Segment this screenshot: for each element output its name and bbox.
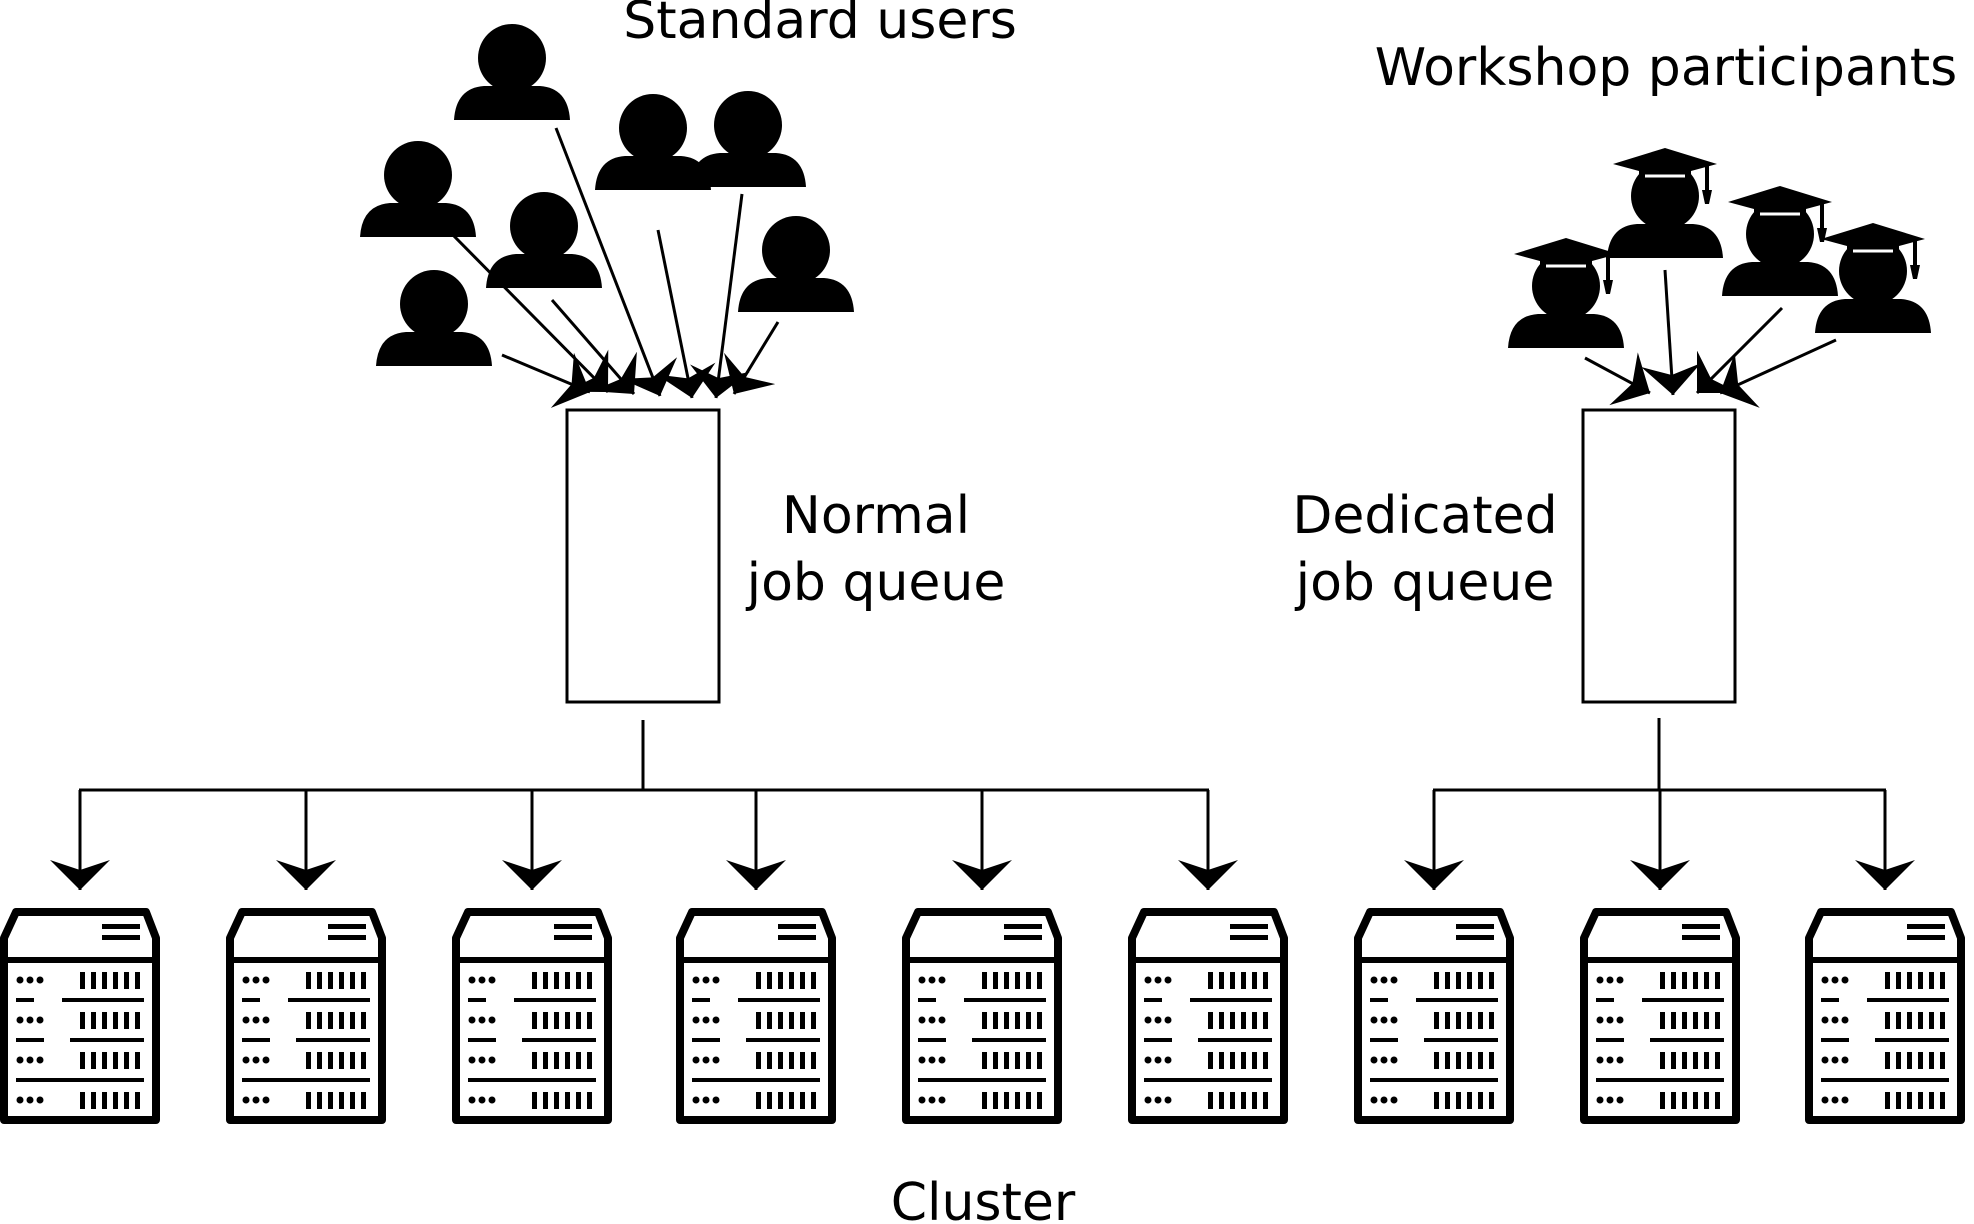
cluster	[4, 912, 1961, 1120]
user-icon	[376, 270, 492, 366]
server-icon	[4, 912, 156, 1120]
normal-queue-distribution	[50, 720, 1238, 890]
user-icon	[486, 192, 602, 288]
server-icon	[906, 912, 1058, 1120]
user-icon	[738, 216, 854, 312]
server-icon	[230, 912, 382, 1120]
workshop-participants-label: Workshop participants	[1375, 38, 1958, 98]
workshop-arrows	[1584, 269, 1837, 408]
dedicated-job-queue	[1581, 408, 1737, 704]
dedicated-queue-label-line2: job queue	[1295, 553, 1555, 613]
server-icon	[1132, 912, 1284, 1120]
user-icon	[360, 141, 476, 237]
normal-queue-label-line2: job queue	[746, 553, 1006, 613]
cluster-label: Cluster	[891, 1173, 1076, 1224]
server-icon	[1358, 912, 1510, 1120]
standard-users-label: Standard users	[623, 0, 1017, 51]
normal-job-queue	[565, 408, 721, 704]
server-icon	[456, 912, 608, 1120]
user-icon	[454, 24, 570, 120]
dedicated-queue-distribution	[1404, 718, 1915, 890]
graduate-user-icon	[1722, 186, 1838, 296]
workshop-participants	[1508, 148, 1931, 348]
server-icon	[1584, 912, 1736, 1120]
dedicated-queue-label-line1: Dedicated	[1292, 486, 1557, 546]
standard-users	[360, 24, 854, 366]
normal-queue-label-line1: Normal	[782, 486, 970, 546]
graduate-user-icon	[1607, 148, 1723, 258]
server-icon	[1809, 912, 1961, 1120]
server-icon	[680, 912, 832, 1120]
user-icon	[690, 91, 806, 187]
graduate-user-icon	[1508, 238, 1624, 348]
standard-user-arrows	[448, 127, 780, 409]
